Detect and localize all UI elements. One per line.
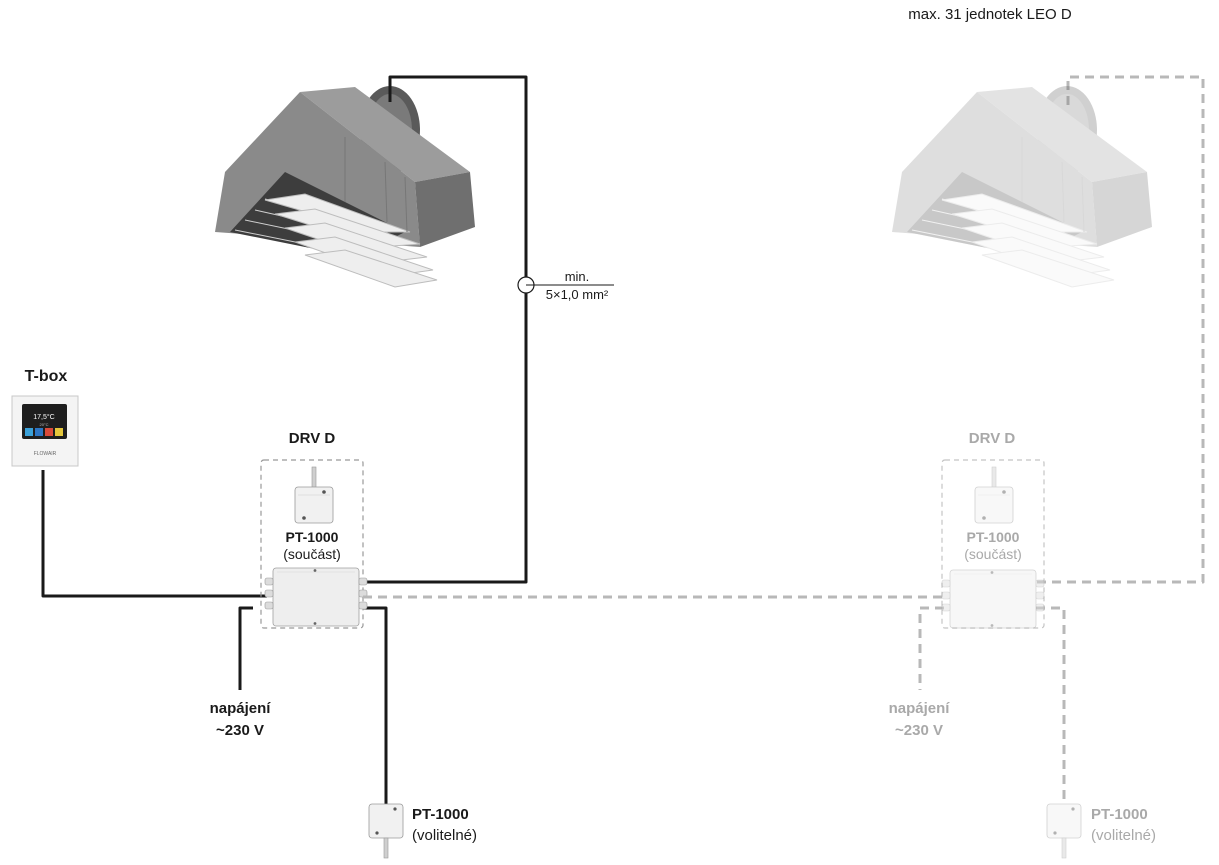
drv-title-right: DRV D	[969, 430, 1016, 447]
power-label-right-line1: napájení	[889, 700, 951, 717]
opt-sensor-note-left: (volitelné)	[412, 827, 477, 844]
power-label-left-line2: ~230 V	[216, 722, 264, 739]
tbox-screen-temp: 17,5°C	[33, 413, 54, 421]
cable-gauge-marker	[517, 276, 614, 294]
drv-group-frame-left	[260, 459, 364, 629]
pt1000-optional-sensor-right	[1046, 803, 1082, 859]
pt1000-sensor-right	[974, 466, 1014, 524]
drv-control-box-left	[264, 567, 368, 627]
sensor-name-right: PT-1000	[967, 529, 1020, 545]
tbox-title: T-box	[25, 368, 68, 385]
pt1000-sensor-left	[294, 466, 334, 524]
sensor-note-left: (součást)	[283, 546, 341, 562]
tbox-brand-logo: FLOWAIR	[34, 451, 57, 457]
heater-unit-right	[891, 85, 1153, 288]
cable-label-line2: 5×1,0 mm²	[546, 287, 609, 302]
power-label-left-line1: napájení	[210, 700, 272, 717]
drv-title-left: DRV D	[289, 430, 336, 447]
max-units-label: max. 31 jednotek LEO D	[908, 6, 1072, 23]
opt-sensor-name-right: PT-1000	[1091, 806, 1148, 823]
sensor-note-right: (součást)	[964, 546, 1022, 562]
cable-label-line1: min.	[565, 269, 590, 284]
opt-sensor-name-left: PT-1000	[412, 806, 469, 823]
sensor-name-left: PT-1000	[286, 529, 339, 545]
heater-unit-left	[214, 85, 476, 288]
pt1000-optional-sensor-left	[368, 803, 404, 859]
drv-control-box-right	[941, 569, 1045, 629]
tbox-device	[11, 395, 79, 467]
power-label-right-line2: ~230 V	[895, 722, 943, 739]
tbox-screen-sub: 20°C	[40, 422, 49, 427]
wires-left	[41, 75, 528, 805]
opt-sensor-note-right: (volitelné)	[1091, 827, 1156, 844]
